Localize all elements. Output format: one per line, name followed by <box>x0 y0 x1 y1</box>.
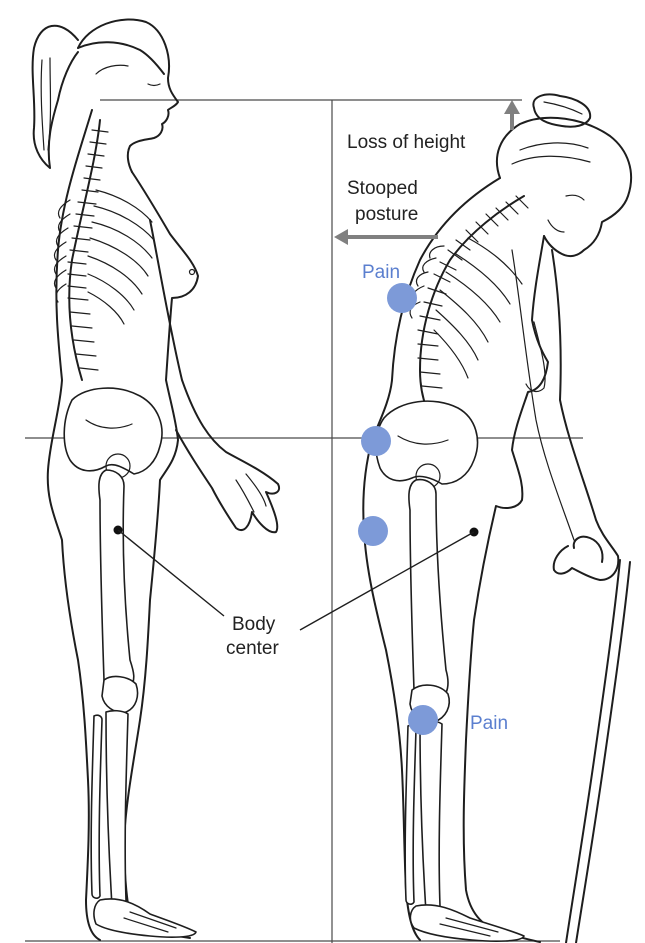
ponytail <box>33 26 78 168</box>
stooped-foot <box>410 905 524 941</box>
loss-of-height-label: Loss of height <box>347 132 466 153</box>
upright-femur <box>99 470 134 691</box>
front-outline <box>464 236 548 942</box>
stooped-arrow-head <box>334 229 348 245</box>
upright-ribs <box>88 190 154 324</box>
pain-marker-upper-back <box>387 283 417 313</box>
body-center-leader-right <box>300 532 474 630</box>
pain-marker-hip <box>361 426 391 456</box>
walking-cane <box>574 537 603 562</box>
stooped-femur <box>409 480 448 702</box>
pain-label-knee: Pain <box>470 713 508 734</box>
front-outline <box>124 172 198 938</box>
arm-outline <box>150 220 279 532</box>
arm-outline <box>552 250 618 580</box>
stooped-pelvis <box>376 401 478 484</box>
stooped-spine <box>410 196 528 416</box>
head-outline <box>497 118 631 256</box>
loss-of-height-annotation: Loss of height <box>347 100 520 153</box>
pain-marker-thigh <box>358 516 388 546</box>
body-center-label-line2: center <box>226 638 279 659</box>
upright-tibia <box>106 711 128 908</box>
stooped-label-line1: Stooped <box>347 178 418 199</box>
loss-of-height-arrow-head <box>504 100 520 114</box>
stooped-ribs <box>434 238 522 378</box>
stooped-posture-annotation: Stooped posture <box>334 178 438 245</box>
upright-pelvis <box>64 388 162 474</box>
stooped-tibia <box>420 721 442 914</box>
upright-foot <box>94 899 196 937</box>
body-center-leader-left <box>118 530 224 616</box>
body-center-label-line1: Body <box>232 614 276 635</box>
pain-label-upper: Pain <box>362 262 400 283</box>
upright-spine <box>54 120 108 380</box>
stooped-label-line2: posture <box>355 204 418 225</box>
upright-woman-figure <box>33 20 279 940</box>
pain-marker-knee <box>408 705 438 735</box>
